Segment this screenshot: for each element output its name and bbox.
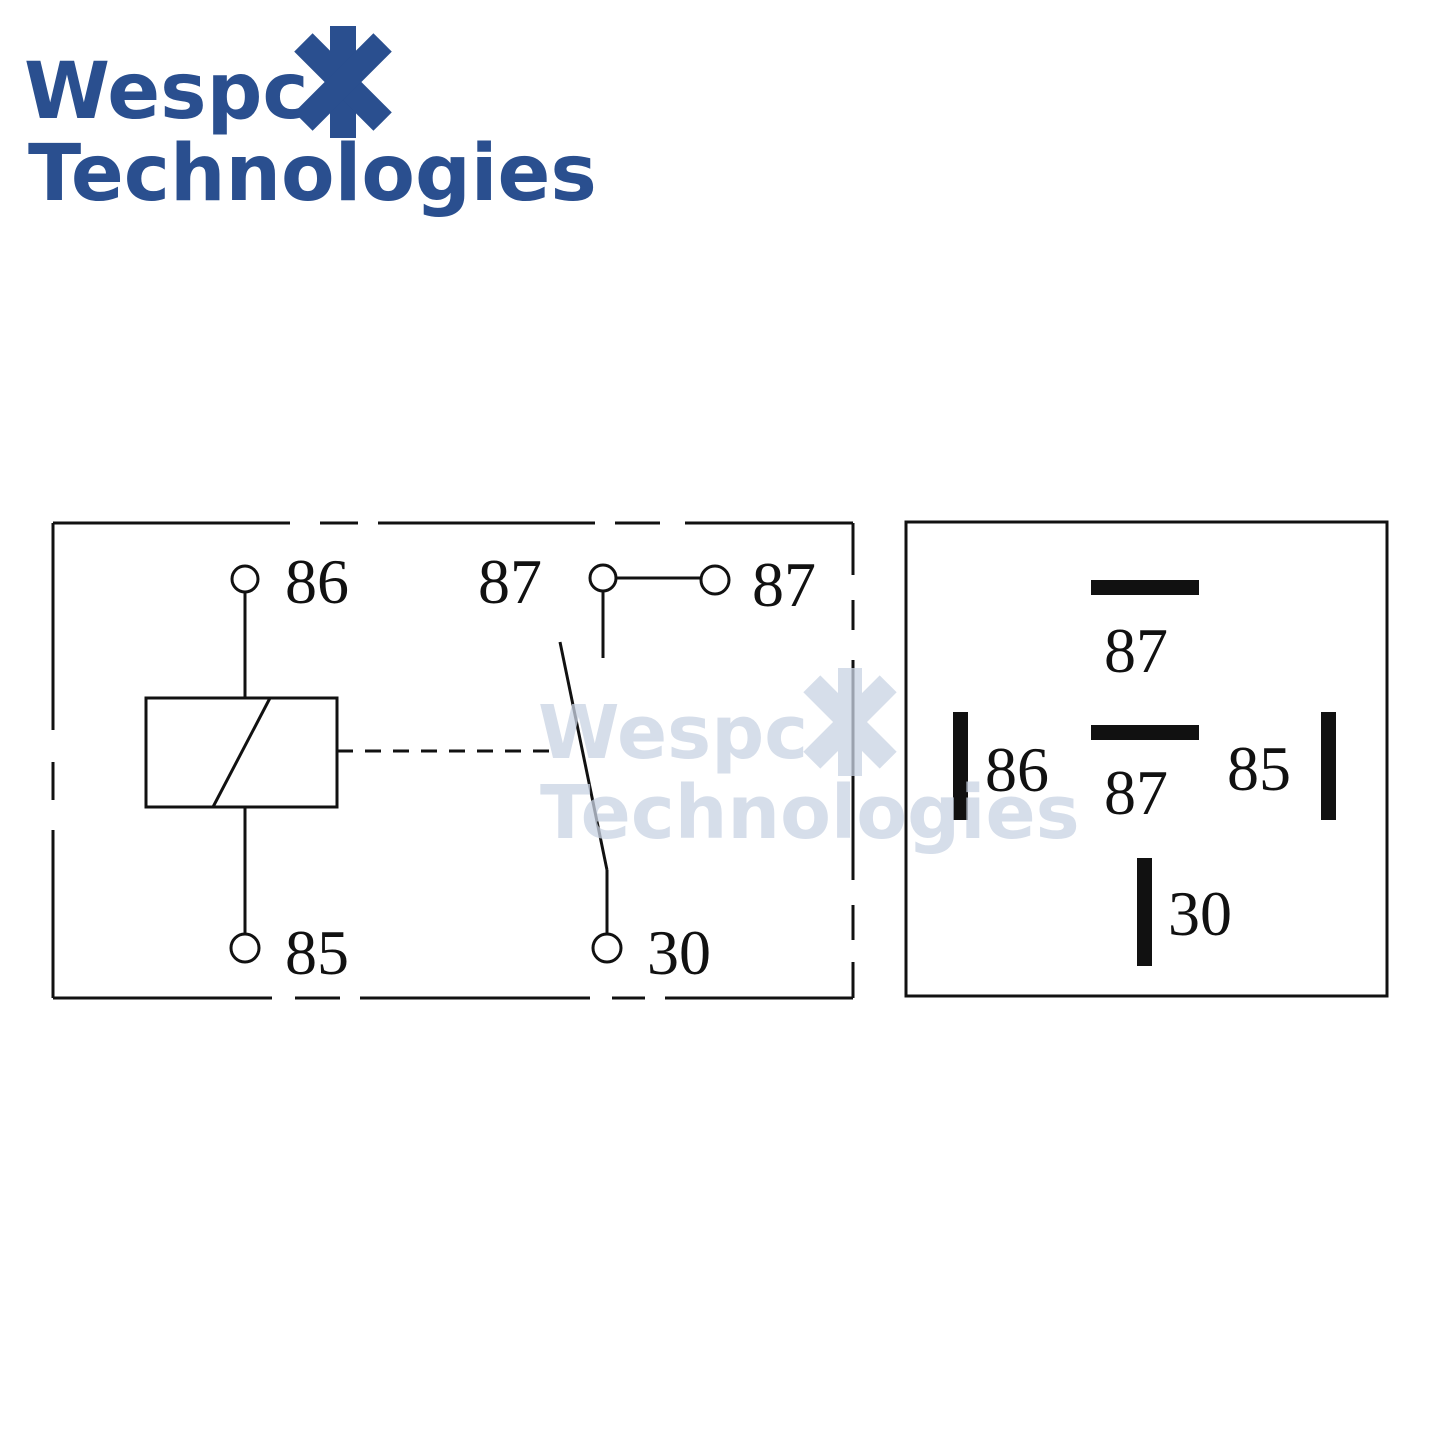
watermark-asterisk-icon: [803, 668, 897, 776]
pin-label-87-right: 87: [752, 549, 816, 620]
terminal-87-right-circle: [699, 564, 731, 596]
watermark-line-1: Wespc: [538, 690, 808, 776]
terminal-87-left-circle: [588, 563, 618, 593]
watermark: Wespc Technologies: [538, 668, 1080, 856]
pin-blade-87-center: [1091, 725, 1199, 740]
pin-blade-30: [1137, 858, 1152, 966]
pinout-label-85: 85: [1227, 733, 1291, 804]
pin-label-30: 30: [647, 917, 711, 988]
pinout-label-87-top: 87: [1104, 615, 1168, 686]
switch-arm: [558, 641, 609, 871]
terminal-85-circle: [229, 932, 261, 964]
relay-pinout: [904, 520, 1389, 998]
logo-line-1: Wespc: [24, 47, 309, 137]
pin-label-86: 86: [285, 546, 349, 617]
pin-label-87-left: 87: [478, 546, 542, 617]
watermark-line-2: Technologies: [540, 770, 1080, 856]
pin-label-85: 85: [285, 917, 349, 988]
asterisk-logo-icon: [294, 26, 392, 138]
pin-blade-87-top: [1091, 580, 1199, 595]
pinout-label-30: 30: [1168, 878, 1232, 949]
brand-logo: Wespc Technologies: [24, 26, 597, 219]
terminal-30-circle: [591, 932, 623, 964]
coil-diagonal: [211, 697, 272, 808]
terminal-86-circle: [230, 564, 260, 594]
pinout-border: [904, 520, 1389, 998]
relay-schematic: [51, 521, 855, 1000]
pinout-label-87-center: 87: [1104, 757, 1168, 828]
pin-blade-85: [1321, 712, 1336, 820]
pin-blade-86: [953, 712, 968, 820]
pinout-label-86: 86: [985, 734, 1049, 805]
logo-line-2: Technologies: [28, 129, 597, 219]
